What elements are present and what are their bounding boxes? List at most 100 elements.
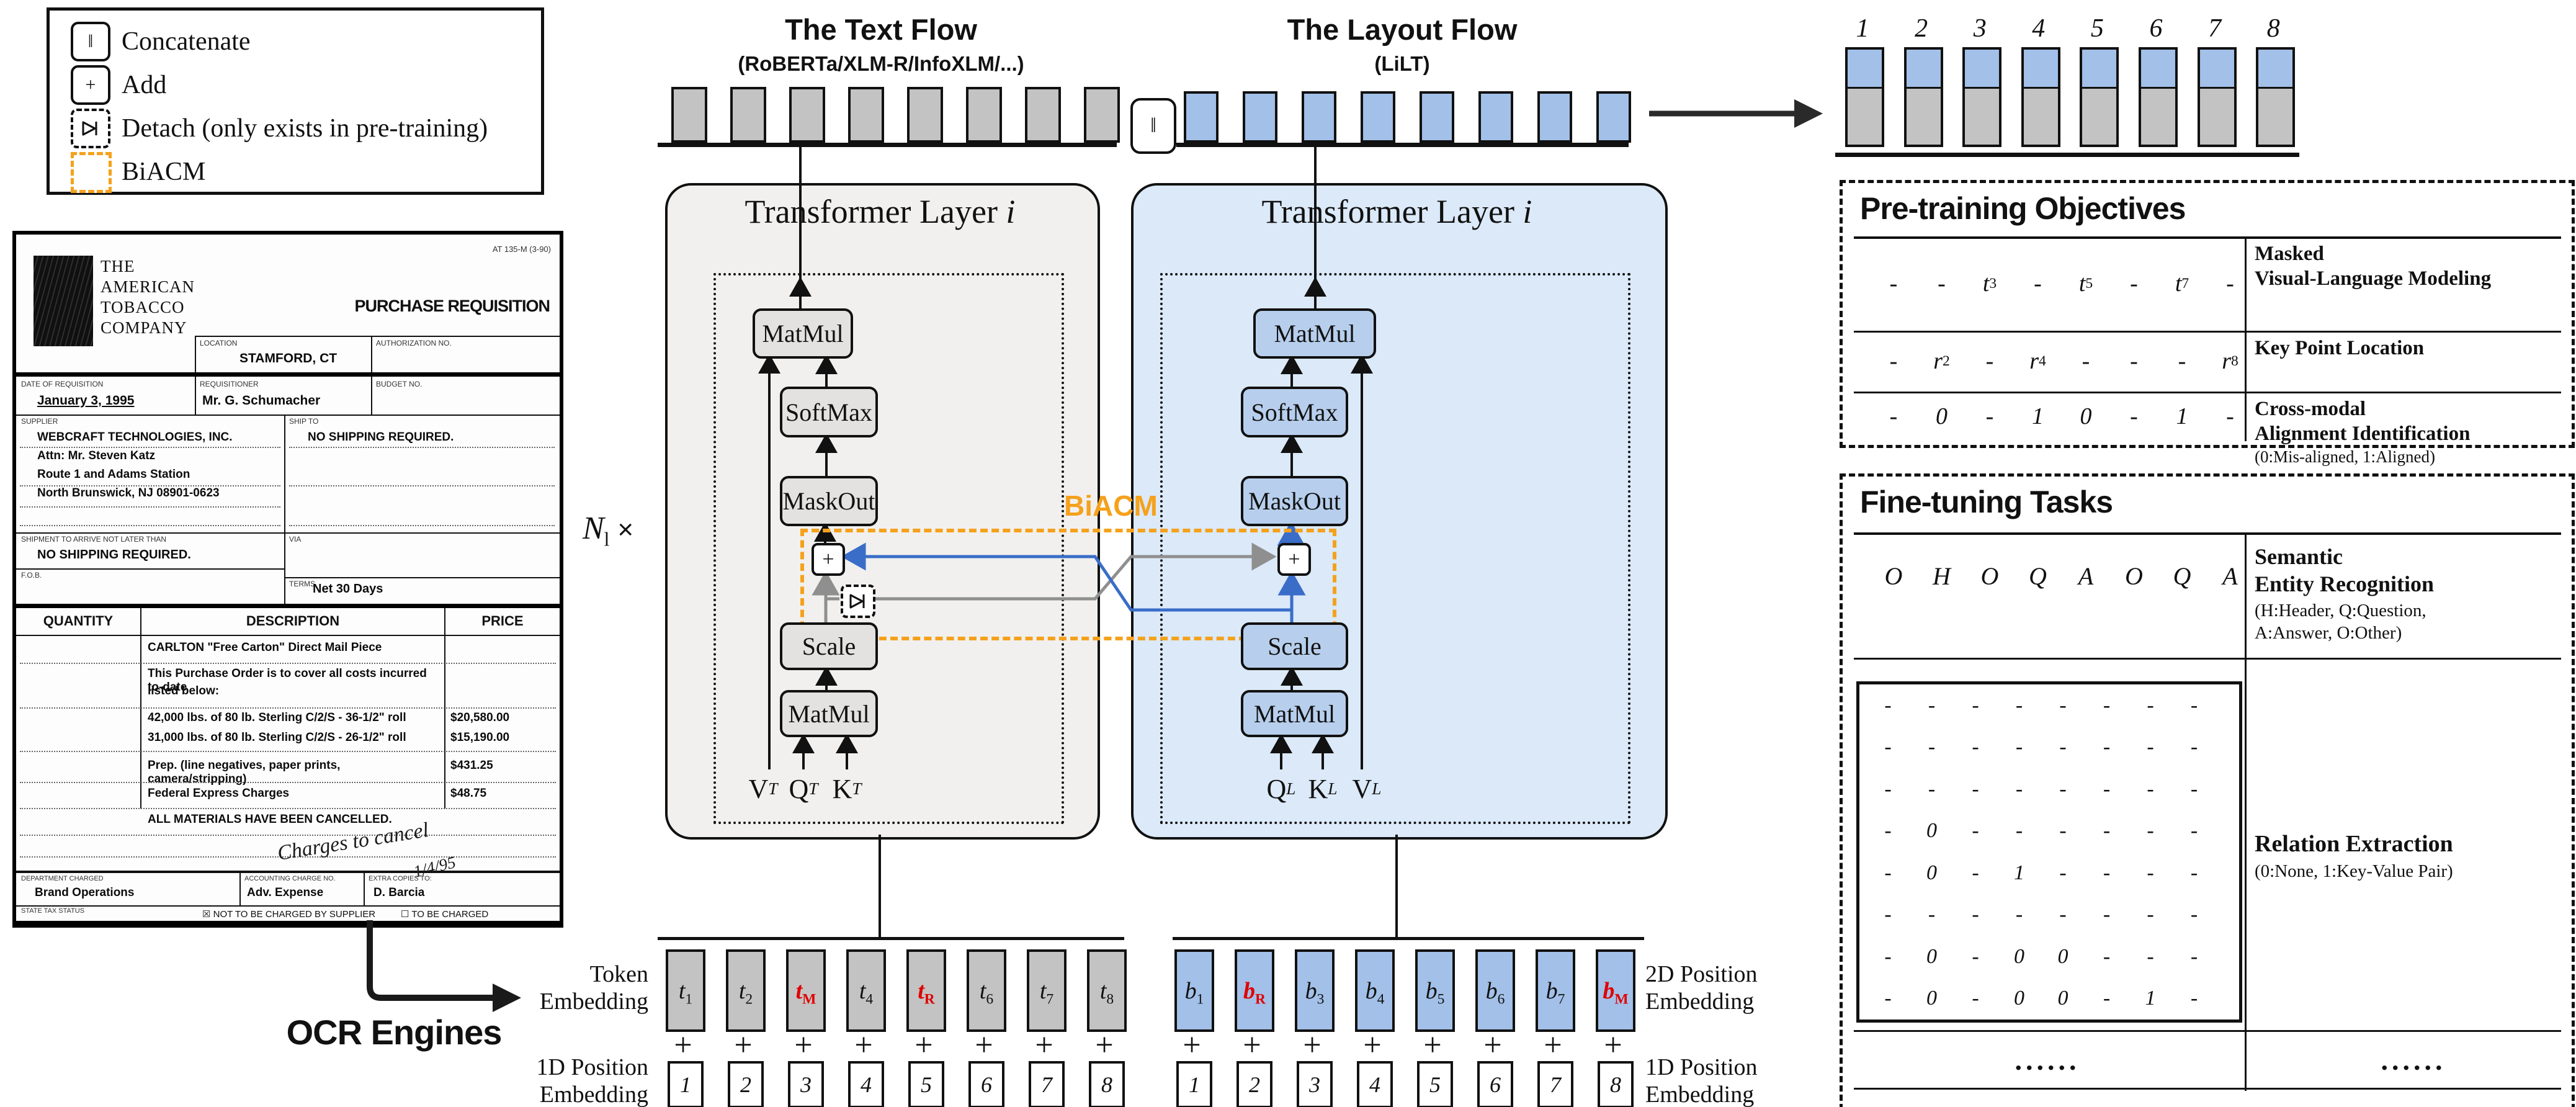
matrix-cell: - [2190, 987, 2198, 1010]
matrix-cell: - [1884, 903, 1892, 926]
matrix-cell: - [2059, 819, 2067, 843]
budget-no-label: BUDGET NO. [376, 380, 423, 388]
table-value-cell: - [1985, 348, 1994, 374]
table-value-cell: O [2125, 562, 2143, 590]
via-label: VIA [289, 535, 302, 544]
item-description: 31,000 lbs. of 80 lb. Sterling C/2/S - 2… [148, 731, 406, 744]
matrix-cell: - [1972, 819, 1979, 843]
text-hidden-state-cell [966, 87, 1002, 143]
layout-2dpos-embedding-cell: b6 [1475, 949, 1515, 1032]
2d-position-embedding-label: Embedding [1645, 988, 1755, 1015]
accounting-charge-label: ACCOUNTING CHARGE NO. [244, 875, 336, 882]
objective-label-line: Cross-modal [2255, 398, 2366, 420]
supplier-line: Attn: Mr. Steven Katz [37, 449, 156, 462]
document-title: PURCHASE REQUISITION [354, 297, 550, 315]
dotted-leader [20, 781, 556, 783]
add-icon: + [71, 65, 110, 105]
legend-item-label: BiACM [122, 158, 206, 186]
stack-layout-part [2080, 47, 2119, 90]
matrix-cell: - [2190, 735, 2198, 759]
matrix-cell: 1 [2145, 987, 2156, 1010]
tax-not-charged-option: ☒ NOT TO BE CHARGED BY SUPPLIER [202, 909, 376, 920]
matrix-cell: - [1884, 735, 1892, 759]
dotted-leader [289, 484, 555, 486]
matrix-cell: - [1884, 777, 1892, 800]
table-value-cell: - [1985, 403, 1994, 429]
matrix-cell: 0 [2057, 987, 2068, 1010]
item-price: $20,580.00 [450, 711, 510, 724]
terms-label: TERMS [289, 580, 315, 588]
table-value-cell: Q [2173, 562, 2191, 590]
pretraining-title: Pre-training Objectives [1860, 191, 2186, 226]
matrix-cell: - [1928, 735, 1936, 759]
biacm-icon [71, 152, 112, 193]
text-hidden-state-cell [789, 87, 825, 143]
table-value-cell: - [2130, 271, 2138, 297]
add-sign: + [734, 1027, 753, 1063]
grid-line [364, 873, 365, 905]
matrix-cell: - [2015, 735, 2023, 759]
stack-index-label: 5 [2090, 14, 2104, 43]
objective-label-line: Alignment Identification [2255, 423, 2471, 445]
matrix-cell: - [1928, 903, 1936, 926]
table-value-cell: - [2178, 348, 2186, 374]
ser-label-line: Semantic [2255, 544, 2343, 569]
layout-hidden-state-cell [1184, 91, 1219, 143]
matrix-cell: - [1928, 693, 1936, 717]
layout-flow-title: The Layout Flow [1287, 12, 1518, 46]
requisitioner-value: Mr. G. Schumacher [202, 393, 321, 408]
matrix-cell: - [2103, 819, 2111, 843]
dotted-leader [20, 446, 280, 448]
add-sign: + [1243, 1027, 1261, 1063]
text-token-embedding-cell: t2 [726, 949, 766, 1032]
text-softmax-box: SoftMax [780, 387, 878, 437]
add-sign: + [794, 1027, 813, 1063]
grid-line [195, 336, 560, 337]
matrix-cell: - [2190, 819, 2198, 843]
dotted-leader [20, 484, 280, 486]
2d-position-embedding-label: 2D Position [1645, 961, 1758, 987]
matrix-cell: - [2147, 735, 2154, 759]
layout-1dpos-cell: 5 [1417, 1061, 1453, 1107]
matrix-cell: - [2147, 693, 2154, 717]
ser-note-line: (H:Header, Q:Question, [2255, 601, 2426, 621]
add-sign: + [1035, 1027, 1053, 1063]
dotted-leader [20, 833, 556, 836]
grid-line [16, 415, 560, 416]
text-row-underline [658, 143, 1117, 147]
layout-layer-title: Transformer Layer i [1261, 193, 1532, 230]
stack-text-part [2139, 87, 2178, 147]
company-name-line: COMPANY [101, 318, 187, 337]
ship-to-value: NO SHIPPING REQUIRED. [308, 431, 454, 444]
layout-flow-subtitle: (LiLT) [1374, 52, 1430, 75]
text-hidden-state-cell [730, 87, 766, 143]
price-header: PRICE [481, 613, 524, 629]
matrix-cell: 1 [2014, 861, 2024, 884]
item-description: 42,000 lbs. of 80 lb. Sterling C/2/S - 3… [148, 711, 406, 724]
stack-layout-part [2256, 47, 2296, 90]
concatenate-node: ‖ [1130, 98, 1176, 154]
matrix-cell: - [2147, 777, 2154, 800]
table-rule [1854, 236, 2561, 239]
table-rule [1854, 392, 2561, 393]
layout-row-underline [1176, 143, 1629, 147]
layout-2dpos-embedding-cell: b3 [1295, 949, 1335, 1032]
stack-layout-part [2021, 47, 2060, 90]
text-matmul-bottom-box: MatMul [780, 690, 878, 737]
department-charged-label: DEPARTMENT CHARGED [21, 875, 104, 882]
matrix-cell: 0 [2014, 987, 2024, 1010]
objective-label-line: Masked [2255, 243, 2324, 265]
matrix-cell: - [2015, 903, 2023, 926]
layout-hidden-state-cell [1243, 91, 1277, 143]
stack-layout-part [2197, 47, 2237, 90]
